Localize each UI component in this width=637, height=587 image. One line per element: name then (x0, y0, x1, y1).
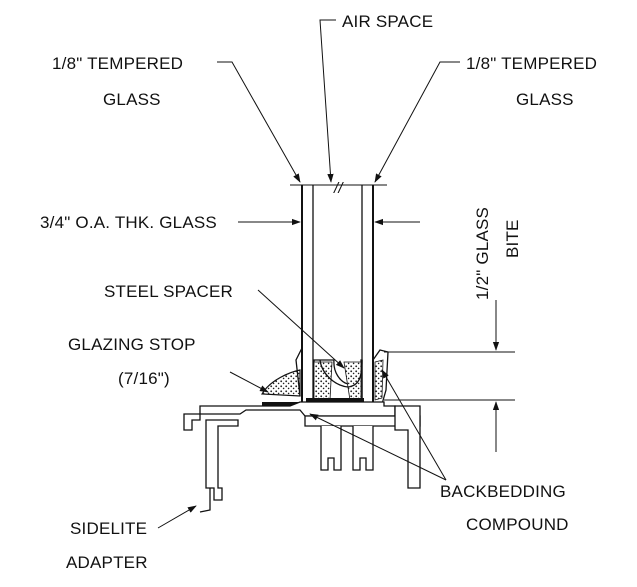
label-oa-thickness: 3/4" O.A. THK. GLASS (40, 213, 217, 232)
glazing-stop-bead (260, 369, 301, 397)
glazing-stop-edge (295, 347, 303, 397)
right-leg (394, 405, 421, 489)
glass-panes: // (290, 180, 387, 408)
label-glazing-stop-line2: (7/16") (118, 369, 170, 388)
label-sidelite-line2: ADAPTER (66, 553, 148, 572)
middle-leg-left (320, 426, 342, 471)
spacer-curve (319, 359, 363, 388)
dimensions (238, 218, 515, 452)
tempered-left-leader (217, 61, 301, 183)
adapter-top-hook (183, 413, 201, 431)
frame-extrusion (183, 401, 421, 513)
label-backbedding-line2: COMPOUND (466, 515, 569, 534)
labels: AIR SPACE 1/8" TEMPERED GLASS 1/8" TEMPE… (40, 12, 597, 572)
backbedding-leader-2 (309, 413, 447, 481)
sealant-left (313, 361, 333, 401)
sill-main (199, 401, 396, 417)
glazing-stop-leader (229, 371, 269, 393)
break-mark: // (333, 180, 344, 197)
label-tempered-left-line1: 1/8" TEMPERED (52, 54, 183, 73)
label-steel-spacer: STEEL SPACER (104, 282, 233, 301)
label-backbedding-line1: BACKBEDDING (440, 482, 566, 501)
label-air-space: AIR SPACE (342, 12, 433, 31)
label-glass-bite-line1: 1/2" GLASS (473, 207, 492, 300)
label-tempered-left-line2: GLASS (103, 90, 161, 109)
sidelite-adapter-leader (157, 505, 197, 529)
glazing-tape (262, 402, 306, 408)
steel-spacer-leader (257, 289, 345, 369)
backbedding-leader-1 (381, 369, 447, 481)
label-tempered-right-line1: 1/8" TEMPERED (466, 54, 597, 73)
label-glass-bite-line2: BITE (503, 219, 522, 258)
glazing-components (260, 347, 389, 410)
adapter-tail (199, 488, 211, 513)
label-sidelite-line1: SIDELITE (70, 519, 147, 538)
middle-leg-right (352, 426, 374, 471)
label-glazing-stop-line1: GLAZING STOP (68, 335, 196, 354)
sidelite-adapter (205, 419, 239, 501)
label-tempered-right-line2: GLASS (516, 90, 574, 109)
tempered-right-leader (374, 61, 460, 183)
air-space-leader (319, 19, 336, 183)
backbedding-right (374, 359, 384, 401)
leaders (157, 19, 460, 529)
